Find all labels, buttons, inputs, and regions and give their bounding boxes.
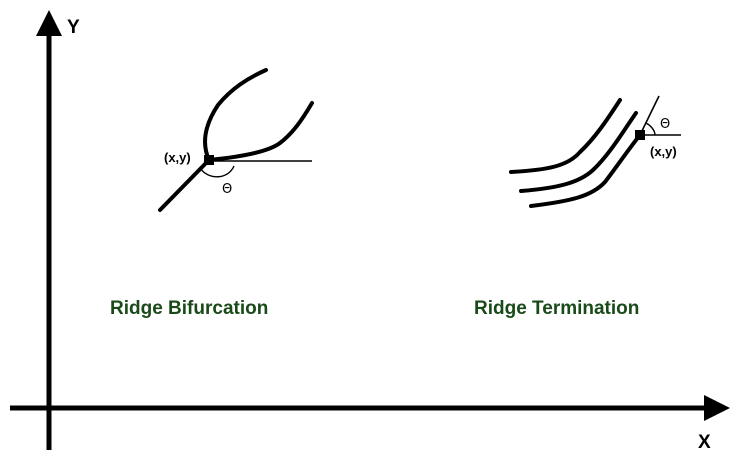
termination-ridge-top <box>509 98 622 174</box>
termination-angle-label: Θ <box>660 117 670 132</box>
bifurcation-lower-branch <box>207 101 314 162</box>
bifurcation-stem-ridge <box>158 158 211 212</box>
bifurcation-point-marker <box>204 155 214 165</box>
termination-ridge-middle <box>519 111 638 193</box>
bifurcation-point-label: (x,y) <box>164 150 191 165</box>
coordinate-axes: Y X <box>10 10 730 453</box>
termination-caption: Ridge Termination <box>474 298 639 319</box>
termination-direction-line <box>639 95 660 136</box>
termination-ridge-bottom <box>529 133 642 208</box>
bifurcation-upper-ridge <box>203 68 268 162</box>
bifurcation-caption: Ridge Bifurcation <box>110 298 268 319</box>
y-axis-arrowhead <box>36 10 62 36</box>
termination-point-marker <box>635 130 645 140</box>
x-axis-arrowhead <box>704 395 730 421</box>
bifurcation-angle-label: Θ <box>222 182 232 197</box>
y-axis-label: Y <box>67 17 80 38</box>
x-axis-label: X <box>698 432 711 453</box>
ridge-bifurcation: (x,y) Θ <box>158 68 314 212</box>
termination-point-label: (x,y) <box>650 144 677 159</box>
termination-angle-arc <box>645 122 656 136</box>
bifurcation-angle-arc <box>199 165 235 178</box>
ridge-termination: Θ (x,y) <box>509 95 681 208</box>
